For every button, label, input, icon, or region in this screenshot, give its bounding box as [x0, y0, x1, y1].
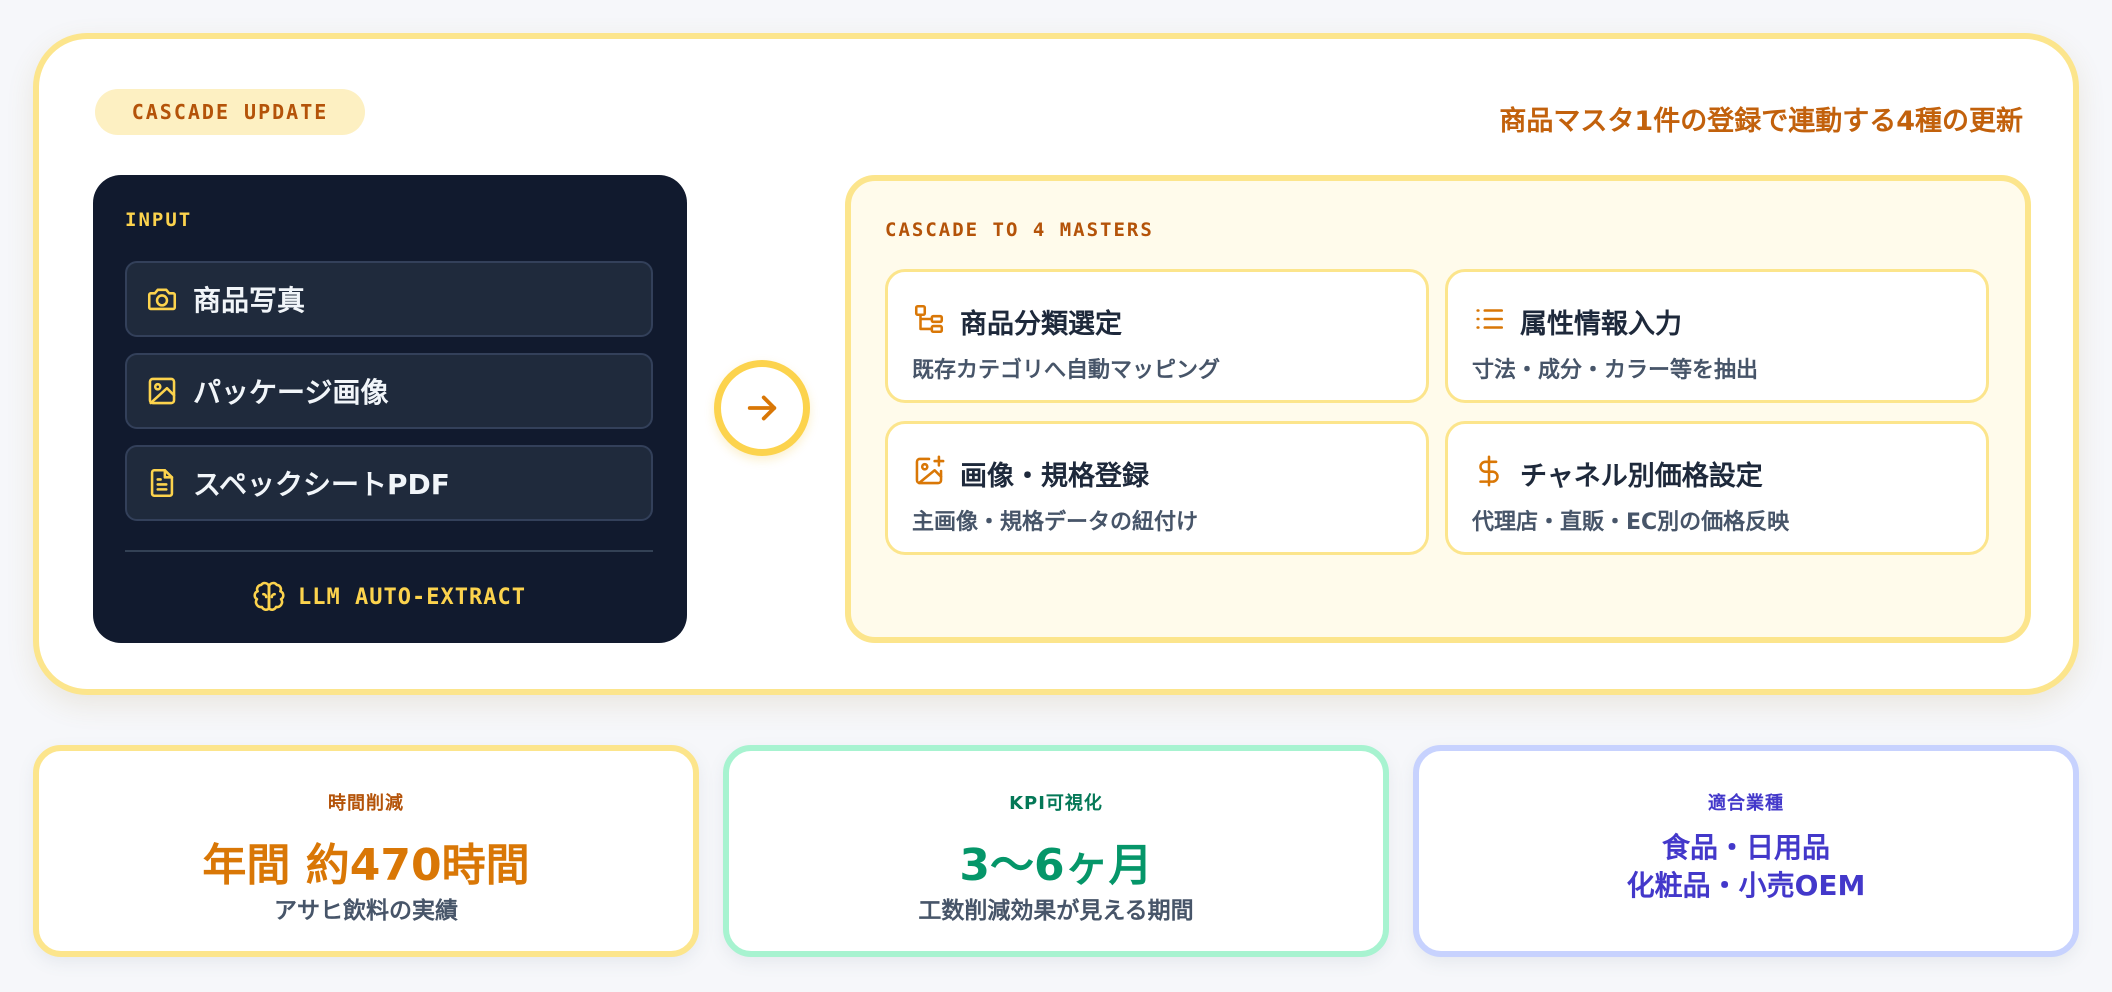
- input-divider: [125, 550, 653, 552]
- llm-auto-extract: LLM AUTO-EXTRACT: [125, 575, 653, 619]
- image-plus-icon: [912, 454, 946, 488]
- master-title: チャネル別価格設定: [1520, 461, 1763, 492]
- input-item-label: スペックシートPDF: [193, 468, 450, 501]
- stat-industry-lines: 食品・日用品 化粧品・小売OEM: [1419, 829, 2073, 905]
- master-card-category: 商品分類選定 既存カテゴリへ自動マッピング: [885, 269, 1429, 403]
- stat-card-industries: 適合業種 食品・日用品 化粧品・小売OEM: [1413, 745, 2079, 957]
- stat-label: 適合業種: [1708, 793, 1784, 814]
- master-desc: 代理店・直販・EC別の価格反映: [1472, 510, 1790, 535]
- cascade-arrow: [714, 360, 810, 456]
- stat-card-kpi: KPI可視化 3〜6ヶ月 工数削減効果が見える期間: [723, 745, 1389, 957]
- cascade-update-badge: CASCADE UPDATE: [95, 89, 365, 135]
- master-card-attributes: 属性情報入力 寸法・成分・カラー等を抽出: [1445, 269, 1989, 403]
- cascade-panel: CASCADE TO 4 MASTERS 商品分類選定 既存カテゴリへ自動マッピ…: [845, 175, 2031, 643]
- stat-card-time-saving: 時間削減 年間 約470時間 アサヒ飲料の実績: [33, 745, 699, 957]
- input-item-label: 商品写真: [193, 284, 306, 317]
- input-panel: INPUT 商品写真 パッケージ画像: [93, 175, 687, 643]
- llm-auto-extract-label: LLM AUTO-EXTRACT: [298, 584, 526, 610]
- page-headline: 商品マスタ1件の登録で連動する4種の更新: [1499, 106, 2023, 137]
- stat-industry-line: 食品・日用品: [1661, 831, 1830, 864]
- cascade-label: CASCADE TO 4 MASTERS: [885, 219, 1154, 241]
- input-item-label: パッケージ画像: [193, 376, 389, 409]
- master-title: 画像・規格登録: [960, 461, 1149, 492]
- file-text-icon: [145, 466, 179, 500]
- brain-icon: [252, 580, 286, 614]
- dollar-icon: [1472, 454, 1506, 488]
- arrow-right-icon: [747, 395, 777, 421]
- hierarchy-icon: [912, 302, 946, 336]
- stat-industry-line: 化粧品・小売OEM: [1626, 869, 1866, 902]
- stat-value: 年間 約470時間: [202, 840, 530, 891]
- input-item-package-image: パッケージ画像: [125, 353, 653, 429]
- cascade-update-card: CASCADE UPDATE 商品マスタ1件の登録で連動する4種の更新 INPU…: [33, 33, 2079, 695]
- input-item-product-photo: 商品写真: [125, 261, 653, 337]
- master-title: 商品分類選定: [960, 309, 1122, 340]
- stat-label: 時間削減: [328, 793, 404, 814]
- master-card-image-spec: 画像・規格登録 主画像・規格データの紐付け: [885, 421, 1429, 555]
- master-desc: 寸法・成分・カラー等を抽出: [1472, 358, 1759, 383]
- input-label: INPUT: [125, 209, 193, 231]
- stat-note: 工数削減効果が見える期間: [918, 898, 1194, 924]
- master-card-channel-price: チャネル別価格設定 代理店・直販・EC別の価格反映: [1445, 421, 1989, 555]
- list-icon: [1472, 302, 1506, 336]
- master-title: 属性情報入力: [1520, 309, 1682, 340]
- stat-note: アサヒ飲料の実績: [274, 898, 458, 924]
- stat-label: KPI可視化: [1009, 793, 1103, 814]
- stat-value: 3〜6ヶ月: [959, 840, 1153, 891]
- master-desc: 主画像・規格データの紐付け: [912, 510, 1199, 535]
- image-icon: [145, 374, 179, 408]
- master-desc: 既存カテゴリへ自動マッピング: [912, 358, 1221, 383]
- input-item-spec-sheet: スペックシートPDF: [125, 445, 653, 521]
- camera-icon: [145, 282, 179, 316]
